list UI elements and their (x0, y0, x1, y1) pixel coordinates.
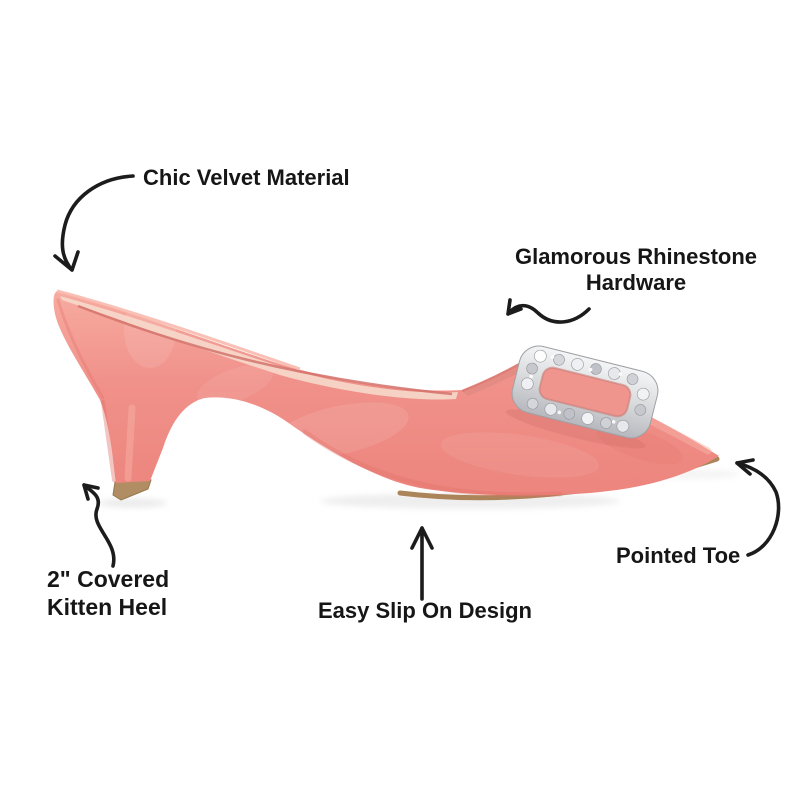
arrow-rhinestone (506, 298, 591, 324)
arrow-pointed-toe (735, 458, 781, 557)
callout-chic-velvet-material: Chic Velvet Material (143, 165, 350, 190)
rhinestone-buckle (505, 345, 659, 449)
callout-covered-kitten-heel: 2" Covered Kitten Heel (47, 566, 170, 620)
callout-easy-slip-on-design: Easy Slip On Design (318, 598, 532, 623)
arrow-kitten-heel (82, 483, 116, 568)
shoe-body (53, 289, 719, 498)
heel-tip (112, 479, 152, 501)
callout-pointed-toe: Pointed Toe (616, 543, 741, 568)
arrow-chic-velvet (53, 174, 135, 272)
arrow-slip-on (410, 526, 434, 601)
callout-glamorous-rhinestone-hardware: Glamorous Rhinestone Hardware (514, 244, 758, 296)
